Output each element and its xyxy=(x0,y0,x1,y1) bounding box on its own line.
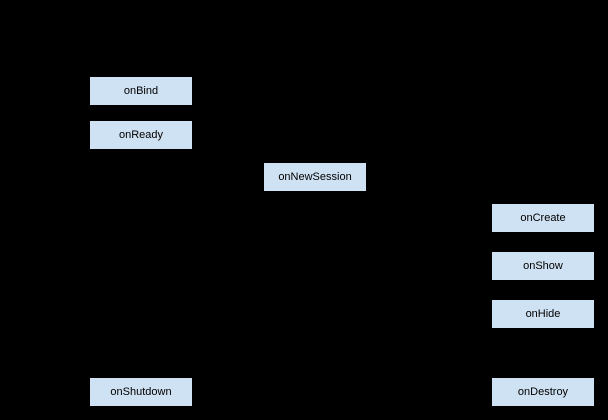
lifecycle-node-onShow: onShow xyxy=(491,251,595,281)
lifecycle-node-onShutdown: onShutdown xyxy=(89,377,193,407)
lifecycle-node-onReady: onReady xyxy=(89,120,193,150)
lifecycle-node-onCreate: onCreate xyxy=(491,203,595,233)
lifecycle-node-onNewSession: onNewSession xyxy=(263,162,367,192)
lifecycle-node-onBind: onBind xyxy=(89,76,193,106)
lifecycle-node-onHide: onHide xyxy=(491,299,595,329)
lifecycle-node-onDestroy: onDestroy xyxy=(491,377,595,407)
